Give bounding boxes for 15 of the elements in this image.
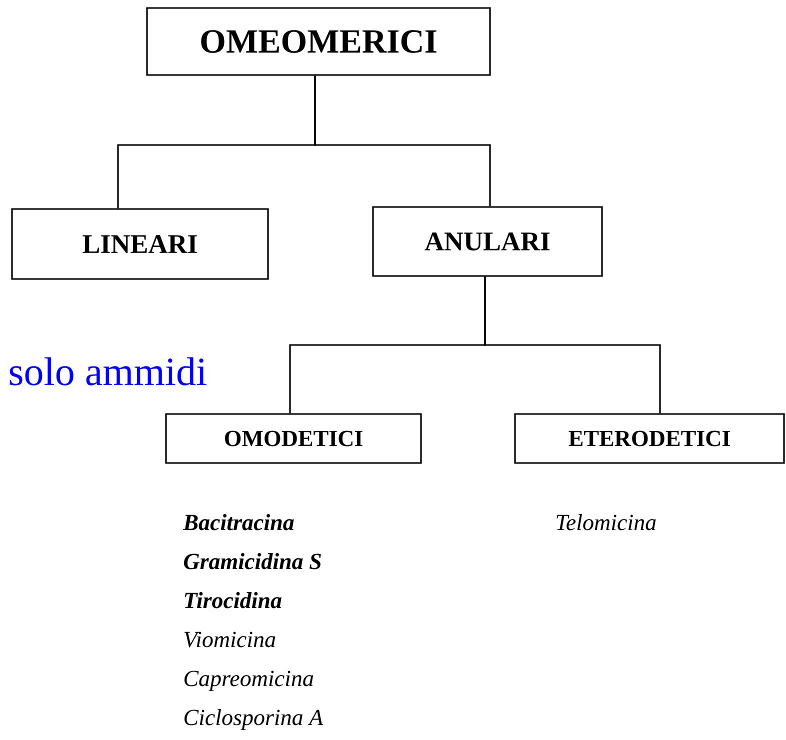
category-box: OMODETICI — [165, 413, 422, 464]
category-box: ETERODETICI — [514, 413, 785, 464]
compound-name: Ciclosporina A — [184, 709, 324, 730]
compound-name: Capreomicina — [184, 670, 314, 691]
compound-name: Telomicina — [556, 514, 656, 530]
compound-name: Tirocidina — [184, 592, 282, 608]
connector-line — [314, 76, 491, 206]
category-box: OMEOMERICI — [146, 7, 491, 76]
compound-name: Gramicidina S — [184, 553, 321, 570]
category-box: ANULARI — [372, 206, 603, 277]
connector-line — [484, 276, 661, 414]
compound-name: Bacitracina — [182, 514, 294, 530]
annotation-text: solo ammidi — [10, 357, 206, 386]
category-box: LINEARI — [11, 208, 269, 280]
compound-name: Viomicina — [184, 632, 276, 648]
